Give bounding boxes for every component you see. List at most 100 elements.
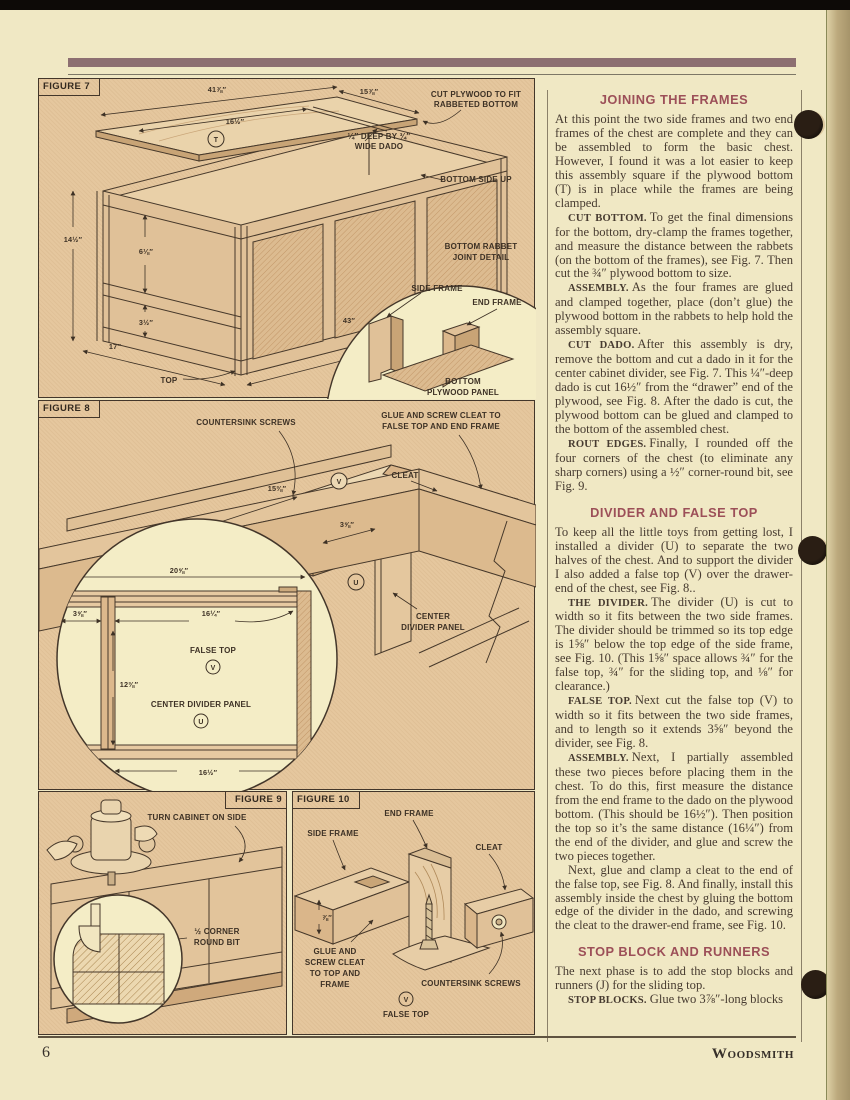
fig7-dim-43: 43″	[343, 316, 356, 325]
svg-text:V: V	[211, 665, 216, 672]
paragraph: ASSEMBLY.As the four frames are glued an…	[555, 280, 793, 338]
figure-10-label: FIGURE 10	[293, 792, 360, 809]
svg-text:TO TOP AND: TO TOP AND	[310, 969, 361, 978]
fig8-inset-dim-16-14: 16¼″	[202, 609, 221, 618]
paragraph: At this point the two side frames and tw…	[555, 112, 793, 210]
fig10-callout-cleat: CLEAT	[475, 843, 502, 852]
svg-text:DIVIDER PANEL: DIVIDER PANEL	[401, 623, 465, 632]
top-thin-rule	[68, 74, 796, 75]
figure-9-label: FIGURE 9	[224, 792, 286, 809]
fig7-dim-3: 3½″	[139, 318, 154, 327]
figure-7-drawing: T 41⅞″ 15⅞″ 16½″ 14½″ 6⅛″ 3½″ 17″ 43″ CU…	[64, 85, 536, 399]
binder-hole	[798, 536, 827, 565]
fig7-callout-bottom-panel: BOTTOM	[445, 377, 481, 386]
fig8-part-v: V	[337, 479, 342, 486]
fig7-callout-bottom-side-up: BOTTOM SIDE UP	[440, 175, 512, 184]
fig8-inset-dim-20: 20⅝″	[170, 566, 189, 575]
binder-hole	[801, 970, 830, 999]
svg-text:SCREW CLEAT: SCREW CLEAT	[305, 958, 365, 967]
figure-8-label: FIGURE 8	[39, 401, 101, 418]
figure-8-drawing: V U COUNTERSINK SCREWS GLUE AND SCREW CL…	[39, 411, 536, 791]
binder-hole	[794, 110, 823, 139]
paragraph: ASSEMBLY.Next, I partially assembled the…	[555, 749, 793, 863]
fig7-callout-rabbet-detail: BOTTOM RABBET	[445, 242, 518, 251]
fig10-part-v: V	[404, 997, 409, 1004]
section-heading-divider: DIVIDER AND FALSE TOP	[590, 504, 758, 520]
paragraph: ROUT EDGES.Finally, I rounded off the fo…	[555, 435, 793, 493]
fig8-callout-countersink: COUNTERSINK SCREWS	[196, 418, 296, 427]
top-rule-bar	[68, 58, 796, 67]
svg-text:FRAME: FRAME	[320, 980, 350, 989]
paragraph: To keep all the little toys from getting…	[555, 524, 793, 595]
svg-text:FALSE TOP AND END FRAME: FALSE TOP AND END FRAME	[382, 422, 500, 431]
section-heading-joining: JOINING THE FRAMES	[599, 92, 749, 107]
paragraph: CUT BOTTOM.To get the final dimensions f…	[555, 209, 793, 281]
paragraph: FALSE TOP.Next cut the false top (V) to …	[555, 693, 793, 751]
svg-text:U: U	[198, 719, 203, 726]
svg-text:WIDE DADO: WIDE DADO	[355, 142, 403, 151]
fig10-callout-end-frame: END FRAME	[384, 809, 434, 818]
paragraph: CUT DADO.After this assembly is dry, rem…	[555, 337, 793, 436]
paragraph: The next phase is to add the stop blocks…	[555, 964, 793, 993]
figure-9: FIGURE 9	[38, 791, 287, 1035]
fig9-callout-turn-cabinet: TURN CABINET ON SIDE	[147, 813, 247, 822]
fig7-dim-17: 17″	[109, 342, 122, 351]
figure-10: FIGURE 10	[292, 791, 535, 1035]
fig8-dim-15-38: 15⅜″	[268, 484, 287, 493]
svg-text:PLYWOOD PANEL: PLYWOOD PANEL	[427, 388, 499, 397]
fig8-inset-dim-16-12: 16½″	[199, 768, 218, 777]
svg-text:JOINT DETAIL: JOINT DETAIL	[453, 253, 509, 262]
fig8-inset-false-top: FALSE TOP	[190, 646, 237, 655]
fig7-dim-14: 14½″	[64, 235, 83, 244]
footer-rule	[38, 1036, 796, 1038]
fig7-part-t: T	[214, 137, 219, 144]
figure-8: FIGURE 8	[38, 400, 536, 791]
page-edge	[826, 10, 850, 1100]
fig7-rabbet-detail-inset	[368, 315, 515, 392]
fig7-callout-end-frame: END FRAME	[472, 298, 522, 307]
fig10-callout-side-frame: SIDE FRAME	[307, 829, 359, 838]
fig7-dim-15: 15⅞″	[360, 87, 379, 96]
fig7-dim-6: 6⅛″	[139, 247, 154, 256]
column-rule-right	[801, 90, 802, 1042]
svg-text:RABBETED BOTTOM: RABBETED BOTTOM	[434, 100, 518, 109]
fig8-callout-cleat: CLEAT	[391, 471, 418, 480]
fig7-callout-top: TOP	[161, 376, 178, 385]
magazine-brand: Woodsmith	[711, 1046, 794, 1062]
fig8-callout-divider: CENTER	[416, 612, 450, 621]
page-number: 6	[42, 1044, 50, 1061]
paragraph: Next, glue and clamp a cleat to the end …	[555, 862, 793, 933]
article-column: JOINING THE FRAMES At this point the two…	[555, 90, 793, 1042]
figure-7: FIGURE 7	[38, 78, 536, 399]
fig8-inset-dim-12: 12⅜″	[120, 680, 139, 689]
fig9-router-drawing	[46, 799, 158, 886]
fig8-inset-drawing: 20⅝″ 3⅝″ 16¼″ FALSE TOP V 12⅜″ CENTER DI…	[57, 566, 312, 777]
figure-10-drawing: END FRAME SIDE FRAME CLEAT ⅞″ GLUE AND S…	[293, 809, 535, 1019]
fig8-dim-3-58: 3⅝″	[340, 520, 355, 529]
fig7-dim-41: 41⅞″	[208, 85, 227, 94]
figure-7-label: FIGURE 7	[39, 79, 101, 96]
fig7-callout-side-frame: SIDE FRAME	[411, 284, 463, 293]
fig8-part-u: U	[353, 580, 358, 587]
magazine-page: FIGURE 7	[0, 10, 850, 1100]
fig10-callout-glue: GLUE AND	[313, 947, 356, 956]
fig10-joint-drawing	[293, 847, 535, 971]
fig10-leaders	[316, 819, 507, 975]
fig8-inset-dim-3: 3⅝″	[73, 609, 88, 618]
svg-text:ROUND BIT: ROUND BIT	[194, 938, 240, 947]
fig10-dim-78: ⅞″	[322, 913, 332, 922]
column-rule-left	[547, 90, 548, 1042]
fig7-dimensions	[70, 85, 514, 387]
fig9-callout-round-bit: ½ CORNER	[194, 927, 239, 936]
section-heading-stop-block: STOP BLOCK AND RUNNERS	[577, 944, 771, 960]
fig7-callout-dado: ¼″ DEEP BY ¾″	[348, 132, 411, 141]
fig8-callout-glue: GLUE AND SCREW CLEAT TO	[381, 411, 501, 420]
fig9-bit-detail-inset	[72, 903, 165, 1005]
paragraph: STOP BLOCKS.Glue two 3⅞″-long blocks	[568, 992, 784, 1007]
paragraph: THE DIVIDER.The divider (U) is cut to wi…	[555, 594, 793, 694]
fig10-callout-false-top: FALSE TOP	[383, 1010, 430, 1019]
fig10-callout-countersink: COUNTERSINK SCREWS	[421, 979, 521, 988]
figure-9-drawing: TURN CABINET ON SIDE ½ CORNER ROUND BIT	[46, 799, 283, 1024]
fig7-dim-16: 16½″	[226, 117, 245, 126]
